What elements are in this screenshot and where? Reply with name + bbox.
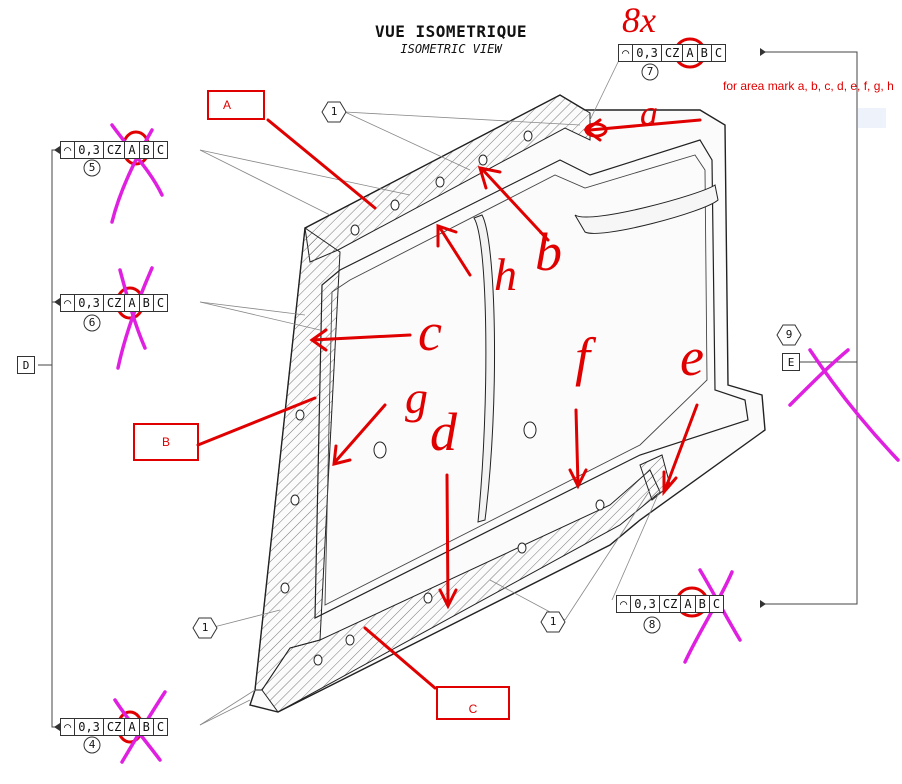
profile-surface-icon: ◠ bbox=[620, 597, 628, 611]
fcf-5: ◠ 0,3 CZ A B C bbox=[60, 141, 169, 159]
fcf-number-8: 8 bbox=[648, 618, 656, 631]
mark-a: a bbox=[640, 93, 658, 133]
mark-b: b bbox=[535, 222, 562, 282]
area-mark-note: for area mark a, b, c, d, e, f, g, h bbox=[723, 79, 894, 93]
balloon-9: 9 bbox=[785, 328, 793, 341]
fcf-7: ◠ 0,3 CZ A B C bbox=[618, 44, 727, 62]
mark-f: f bbox=[575, 327, 591, 387]
profile-surface-icon: ◠ bbox=[622, 46, 630, 60]
central-rib bbox=[473, 214, 496, 523]
fcf-4: ◠ 0,3 CZ A B C bbox=[60, 718, 169, 736]
datum-e: E bbox=[782, 353, 800, 371]
callout-box-a: A bbox=[207, 90, 265, 120]
faint-ui-button[interactable] bbox=[858, 108, 886, 128]
balloon-1-left: 1 bbox=[201, 621, 209, 634]
fcf-number-7: 7 bbox=[646, 65, 654, 78]
view-subtitle: ISOMETRIC VIEW bbox=[400, 42, 502, 56]
red-markup bbox=[115, 37, 709, 744]
profile-surface-icon: ◠ bbox=[64, 720, 72, 734]
callout-box-b: B bbox=[133, 423, 199, 461]
profile-surface-icon: ◠ bbox=[64, 143, 72, 157]
mark-c: c bbox=[418, 302, 442, 362]
fcf-6: ◠ 0,3 CZ A B C bbox=[60, 294, 169, 312]
inner-pocket-edge bbox=[314, 139, 749, 619]
mark-e: e bbox=[680, 327, 704, 387]
fcf-number-5: 5 bbox=[88, 161, 96, 174]
leader-lines bbox=[199, 57, 661, 726]
mark-d: d bbox=[430, 402, 457, 462]
upper-right-pocket bbox=[574, 184, 719, 234]
multiplier-mark: 8x bbox=[622, 0, 656, 40]
frame-arrowheads bbox=[54, 48, 766, 731]
number-circles bbox=[83, 63, 661, 754]
fcf-number-6: 6 bbox=[88, 316, 96, 329]
bolt-holes bbox=[280, 130, 605, 666]
mark-h: h bbox=[494, 249, 517, 300]
hex-balloons bbox=[192, 101, 802, 639]
view-title: VUE ISOMETRIQUE bbox=[375, 22, 527, 41]
fcf-8: ◠ 0,3 CZ A B C bbox=[616, 595, 725, 613]
mark-g: g bbox=[405, 372, 428, 423]
profile-surface-icon: ◠ bbox=[64, 296, 72, 310]
balloon-1-bottom: 1 bbox=[549, 615, 557, 628]
part-outline bbox=[249, 94, 766, 713]
balloon-1-top: 1 bbox=[330, 105, 338, 118]
datum-d: D bbox=[17, 356, 35, 374]
inner-pocket-edge-2 bbox=[324, 154, 708, 606]
fcf-number-4: 4 bbox=[88, 738, 96, 751]
callout-box-c: C bbox=[436, 686, 510, 720]
